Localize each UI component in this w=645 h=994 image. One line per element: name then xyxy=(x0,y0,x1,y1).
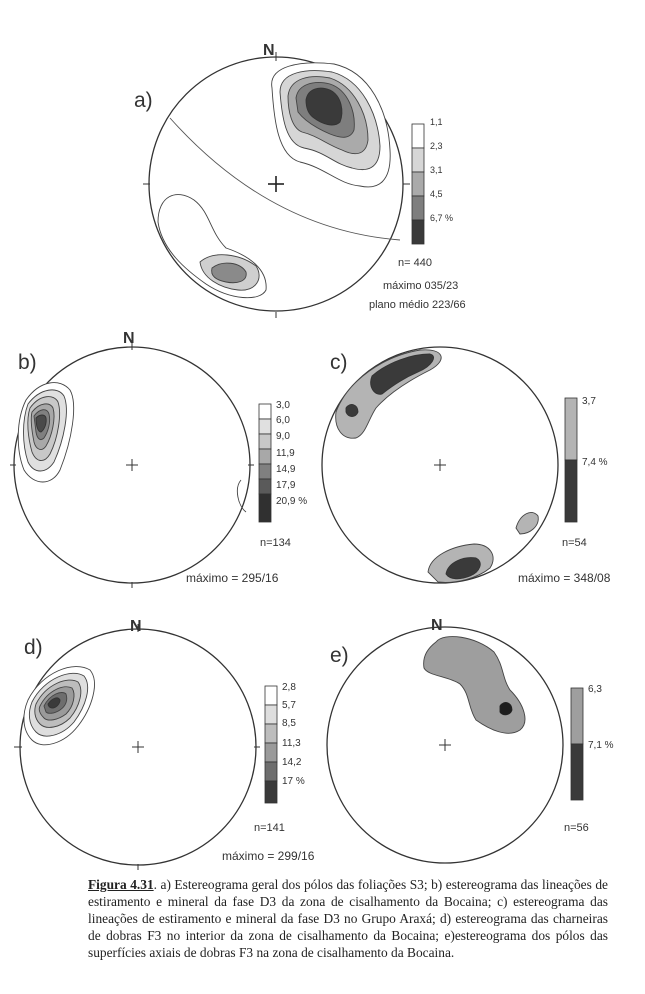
panel-d-legend-label: 5,7 xyxy=(282,700,296,711)
panel-e-legend: 6,3 7,1 % xyxy=(570,684,614,801)
panel-c-contour-2 xyxy=(370,353,434,395)
panel-e-label: e) xyxy=(330,644,349,667)
panel-b-contour-east xyxy=(236,479,247,513)
panel-b-legend: 3,0 6,0 9,0 11,9 14,9 17,9 20,9 % xyxy=(258,400,307,523)
panel-d-label: d) xyxy=(24,636,43,659)
panel-c-sample-count: n=54 xyxy=(562,537,587,549)
stereonet-figure: a) N 1,1 2,3 3,1 4,5 xyxy=(10,42,614,870)
panel-d-legend-label: 8,5 xyxy=(282,718,296,729)
panel-d-legend-label: 14,2 xyxy=(282,757,302,768)
panel-e-sample-count: n=56 xyxy=(564,822,589,834)
panel-b-north: N xyxy=(123,330,135,347)
panel-d-legend-label: 2,8 xyxy=(282,682,296,693)
panel-b-legend-label: 17,9 xyxy=(276,480,296,491)
panel-c-label: c) xyxy=(330,351,348,374)
panel-d-maximum: máximo = 299/16 xyxy=(222,849,315,863)
panel-e-contour-1 xyxy=(423,636,526,734)
panel-b-legend-label: 3,0 xyxy=(276,400,290,411)
panel-b-legend-label: 9,0 xyxy=(276,431,290,442)
panel-a-legend: 1,1 2,3 3,1 4,5 6,7 % xyxy=(411,117,453,245)
panel-a-contour-sw-3 xyxy=(211,262,247,284)
panel-c: c) 3,7 7,4 % n=54 máximo = 348/08 xyxy=(321,346,611,585)
panel-a-mean-plane-arc xyxy=(169,117,401,241)
panel-a-contour-5 xyxy=(305,87,343,126)
panel-a-legend-label: 4,5 xyxy=(430,189,443,199)
panel-e-north: N xyxy=(431,617,443,634)
panel-b-maximum: máximo = 295/16 xyxy=(186,571,279,585)
panel-b-legend-label: 14,9 xyxy=(276,464,296,475)
panel-e-net-circle xyxy=(326,626,564,864)
panel-c-contour-4 xyxy=(515,512,539,535)
panel-d-north: N xyxy=(130,618,142,635)
panel-c-net-circle xyxy=(321,346,559,584)
panel-d-legend-label: 11,3 xyxy=(282,738,301,749)
panel-c-legend-label: 3,7 xyxy=(582,396,596,407)
panel-b-legend-label: 20,9 % xyxy=(276,496,307,507)
panel-a-north: N xyxy=(263,42,275,59)
caption-text: . a) Estereograma geral dos pólos das fo… xyxy=(88,877,608,960)
panel-b: b) N 3,0 6,0 9,0 11,9 14,9 17,9 xyxy=(10,330,307,588)
panel-a-mean-plane: plano médio 223/66 xyxy=(369,299,466,311)
panel-a-legend-label: 3,1 xyxy=(430,165,443,175)
panel-d-legend-label: 17 % xyxy=(282,776,305,787)
panel-d: d) N 2,8 5,7 8,5 11,3 14,2 17 % n=141 xyxy=(14,618,315,870)
panel-c-legend: 3,7 7,4 % xyxy=(564,396,608,523)
panel-b-legend-label: 11,9 xyxy=(276,448,295,459)
panel-c-legend-label: 7,4 % xyxy=(582,457,608,468)
panel-b-legend-label: 6,0 xyxy=(276,415,290,426)
panel-b-label: b) xyxy=(18,351,37,374)
panel-e: e) N 6,3 7,1 % n=56 xyxy=(326,617,614,864)
panel-a-legend-label: 1,1 xyxy=(430,117,443,127)
figure-caption: Figura 4.31. a) Estereograma geral dos p… xyxy=(88,876,608,961)
panel-a-legend-label: 2,3 xyxy=(430,141,443,151)
panel-e-legend-label: 6,3 xyxy=(588,684,602,695)
panel-a-label: a) xyxy=(134,89,153,112)
panel-a-legend-label: 6,7 % xyxy=(430,213,453,223)
panel-a-sample-count: n= 440 xyxy=(398,257,432,269)
panel-e-contour-2 xyxy=(499,702,513,716)
panel-d-legend: 2,8 5,7 8,5 11,3 14,2 17 % xyxy=(264,682,305,804)
panel-e-legend-label: 7,1 % xyxy=(588,740,614,751)
panel-a: a) N 1,1 2,3 3,1 4,5 xyxy=(134,42,466,318)
panel-c-maximum: máximo = 348/08 xyxy=(518,571,611,585)
panel-d-sample-count: n=141 xyxy=(254,822,285,834)
figure-label: Figura 4.31 xyxy=(88,877,154,892)
panel-b-sample-count: n=134 xyxy=(260,537,291,549)
panel-a-maximum: máximo 035/23 xyxy=(383,280,458,292)
